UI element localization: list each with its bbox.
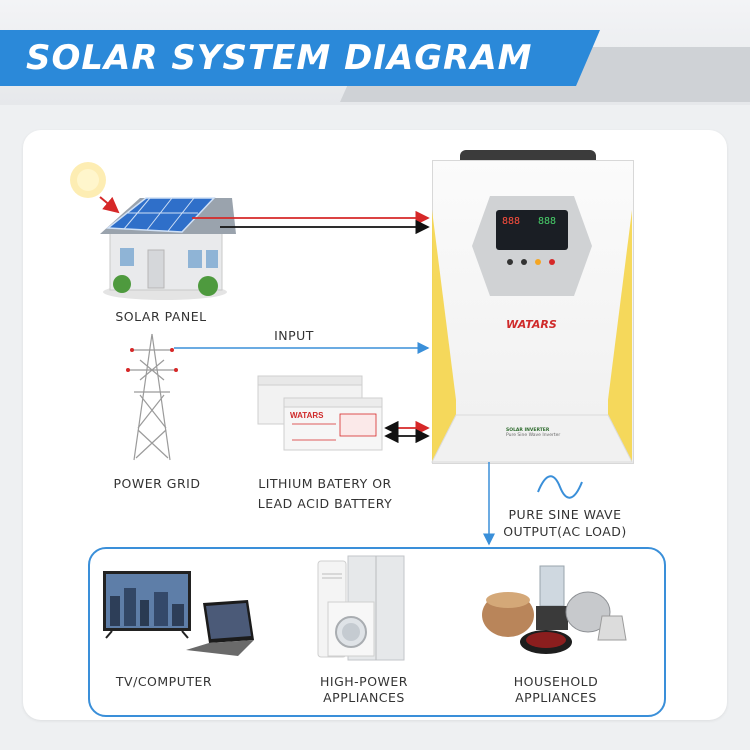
indicator-led-amber: [535, 259, 541, 265]
page-title: SOLAR SYSTEM DIAGRAM: [26, 38, 533, 78]
header-title-bar: [0, 30, 600, 86]
lcd-left-value: 888: [502, 216, 521, 227]
indicator-button-1[interactable]: [507, 259, 513, 265]
inverter-lcd: 888 888: [496, 210, 568, 250]
inverter-badge-title: SOLAR INVERTER: [506, 428, 550, 433]
tv-computer-label: TV/COMPUTER: [115, 674, 213, 689]
inverter-trim-left: [432, 210, 456, 462]
inverter-brand: WATARS: [506, 318, 557, 331]
lcd-right-value: 888: [538, 216, 557, 227]
rice-cooker-icon: [482, 592, 534, 637]
frying-pan-icon: [520, 630, 572, 654]
inverter-base-panel: [431, 414, 633, 463]
sunlight-arrow: [99, 196, 120, 214]
pressure-cooker-icon: [565, 591, 611, 633]
battery-label-line1: LITHIUM BATERY OR: [258, 476, 392, 491]
blender-icon: [536, 565, 568, 630]
tv-icon: [103, 571, 191, 639]
washing-machine-icon: [327, 601, 375, 657]
indicator-led-red: [549, 259, 555, 265]
high-power-label-line1: HIGH-POWER: [319, 674, 408, 689]
power-tower-icon: [128, 333, 176, 461]
battery-brand: WATARS: [290, 411, 324, 420]
tower-insulator-2: [170, 348, 174, 352]
input-label: INPUT: [274, 328, 314, 343]
solar-panel-label: SOLAR PANEL: [115, 309, 207, 324]
kettle-icon: [597, 615, 627, 641]
output-label-line1: PURE SINE WAVE: [508, 507, 622, 522]
tower-insulator-4: [174, 368, 178, 372]
high-power-label-line2: APPLIANCES: [323, 690, 405, 705]
ac-load-zone: [88, 547, 666, 717]
indicator-button-2[interactable]: [521, 259, 527, 265]
output-label-line2: OUTPUT(AC LOAD): [503, 524, 627, 539]
household-label-line2: APPLIANCES: [515, 690, 597, 705]
sine-wave-icon: [537, 475, 583, 499]
inverter-trim-right: [608, 210, 632, 462]
house-icon: [100, 197, 236, 300]
tower-insulator-1: [130, 348, 134, 352]
tower-insulator-3: [126, 368, 130, 372]
power-grid-label: POWER GRID: [113, 476, 201, 491]
laptop-icon: [186, 600, 254, 656]
household-label-line1: HOUSEHOLD: [513, 674, 599, 689]
sun-core: [77, 169, 99, 191]
battery-icon: [257, 375, 383, 451]
battery-label-line2: LEAD ACID BATTERY: [257, 496, 393, 511]
inverter-badge-subtitle: Pure Sine Wave Inverter: [506, 433, 561, 438]
inverter-badge: SOLAR INVERTER Pure Sine Wave Inverter: [506, 428, 576, 438]
